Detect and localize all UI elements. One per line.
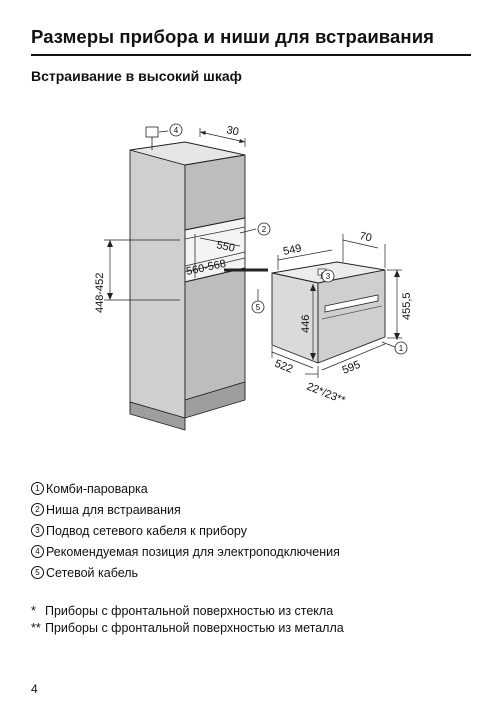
number-badge: 5 bbox=[31, 566, 44, 579]
legend-text: Комби-пароварка bbox=[46, 481, 148, 496]
tall-cabinet bbox=[129, 141, 246, 431]
legend-text: Подвод сетевого кабеля к прибору bbox=[46, 523, 247, 538]
dim-448-452: 448-452 bbox=[94, 273, 106, 313]
page-number: 4 bbox=[31, 682, 38, 696]
legend-item: 1 Комби-пароварка bbox=[31, 478, 340, 499]
section-title: Встраивание в высокий шкаф bbox=[31, 68, 242, 84]
oven-handle bbox=[324, 294, 379, 313]
callout-4: 4 bbox=[174, 126, 179, 135]
page-title: Размеры прибора и ниши для встраивания bbox=[31, 26, 471, 56]
dim-446: 446 bbox=[300, 315, 312, 333]
dim-522: 522 bbox=[273, 358, 295, 376]
number-badge: 3 bbox=[31, 524, 44, 537]
callout-1: 1 bbox=[399, 344, 404, 353]
dim-549: 549 bbox=[282, 242, 302, 258]
legend-item: 4 Рекомендуемая позиция для электроподкл… bbox=[31, 541, 340, 562]
legend-text: Рекомендуемая позиция для электроподключ… bbox=[46, 544, 340, 559]
dim-70: 70 bbox=[358, 230, 372, 244]
number-badge: 1 bbox=[31, 482, 44, 495]
legend-item: 2 Ниша для встраивания bbox=[31, 499, 340, 520]
footnote: * Приборы с фронтальной поверхностью из … bbox=[31, 603, 344, 620]
dim-595: 595 bbox=[341, 359, 363, 377]
number-badge: 4 bbox=[31, 545, 44, 558]
footnote: ** Приборы с фронтальной поверхностью из… bbox=[31, 620, 344, 637]
socket-box bbox=[145, 126, 159, 138]
dim-550: 550 bbox=[215, 239, 235, 255]
dim-22-23: 22*/23** bbox=[305, 381, 348, 408]
footnote-text: Приборы с фронтальной поверхностью из ст… bbox=[45, 604, 334, 618]
legend-item: 3 Подвод сетевого кабеля к прибору bbox=[31, 520, 340, 541]
legend-text: Ниша для встраивания bbox=[46, 502, 181, 517]
footnote-text: Приборы с фронтальной поверхностью из ме… bbox=[45, 621, 344, 635]
footnote-mark: ** bbox=[31, 621, 41, 635]
callout-5: 5 bbox=[256, 303, 261, 312]
callout-2: 2 bbox=[262, 225, 267, 234]
legend-text: Сетевой кабель bbox=[46, 565, 139, 580]
callout-3: 3 bbox=[326, 272, 331, 281]
footnote-mark: * bbox=[31, 604, 36, 618]
legend: 1 Комби-пароварка 2 Ниша для встраивания… bbox=[31, 478, 340, 583]
footnotes: * Приборы с фронтальной поверхностью из … bbox=[31, 603, 344, 637]
number-badge: 2 bbox=[31, 503, 44, 516]
dim-455-5: 455,5 bbox=[401, 292, 413, 320]
dim-30: 30 bbox=[225, 124, 239, 138]
legend-item: 5 Сетевой кабель bbox=[31, 562, 340, 583]
